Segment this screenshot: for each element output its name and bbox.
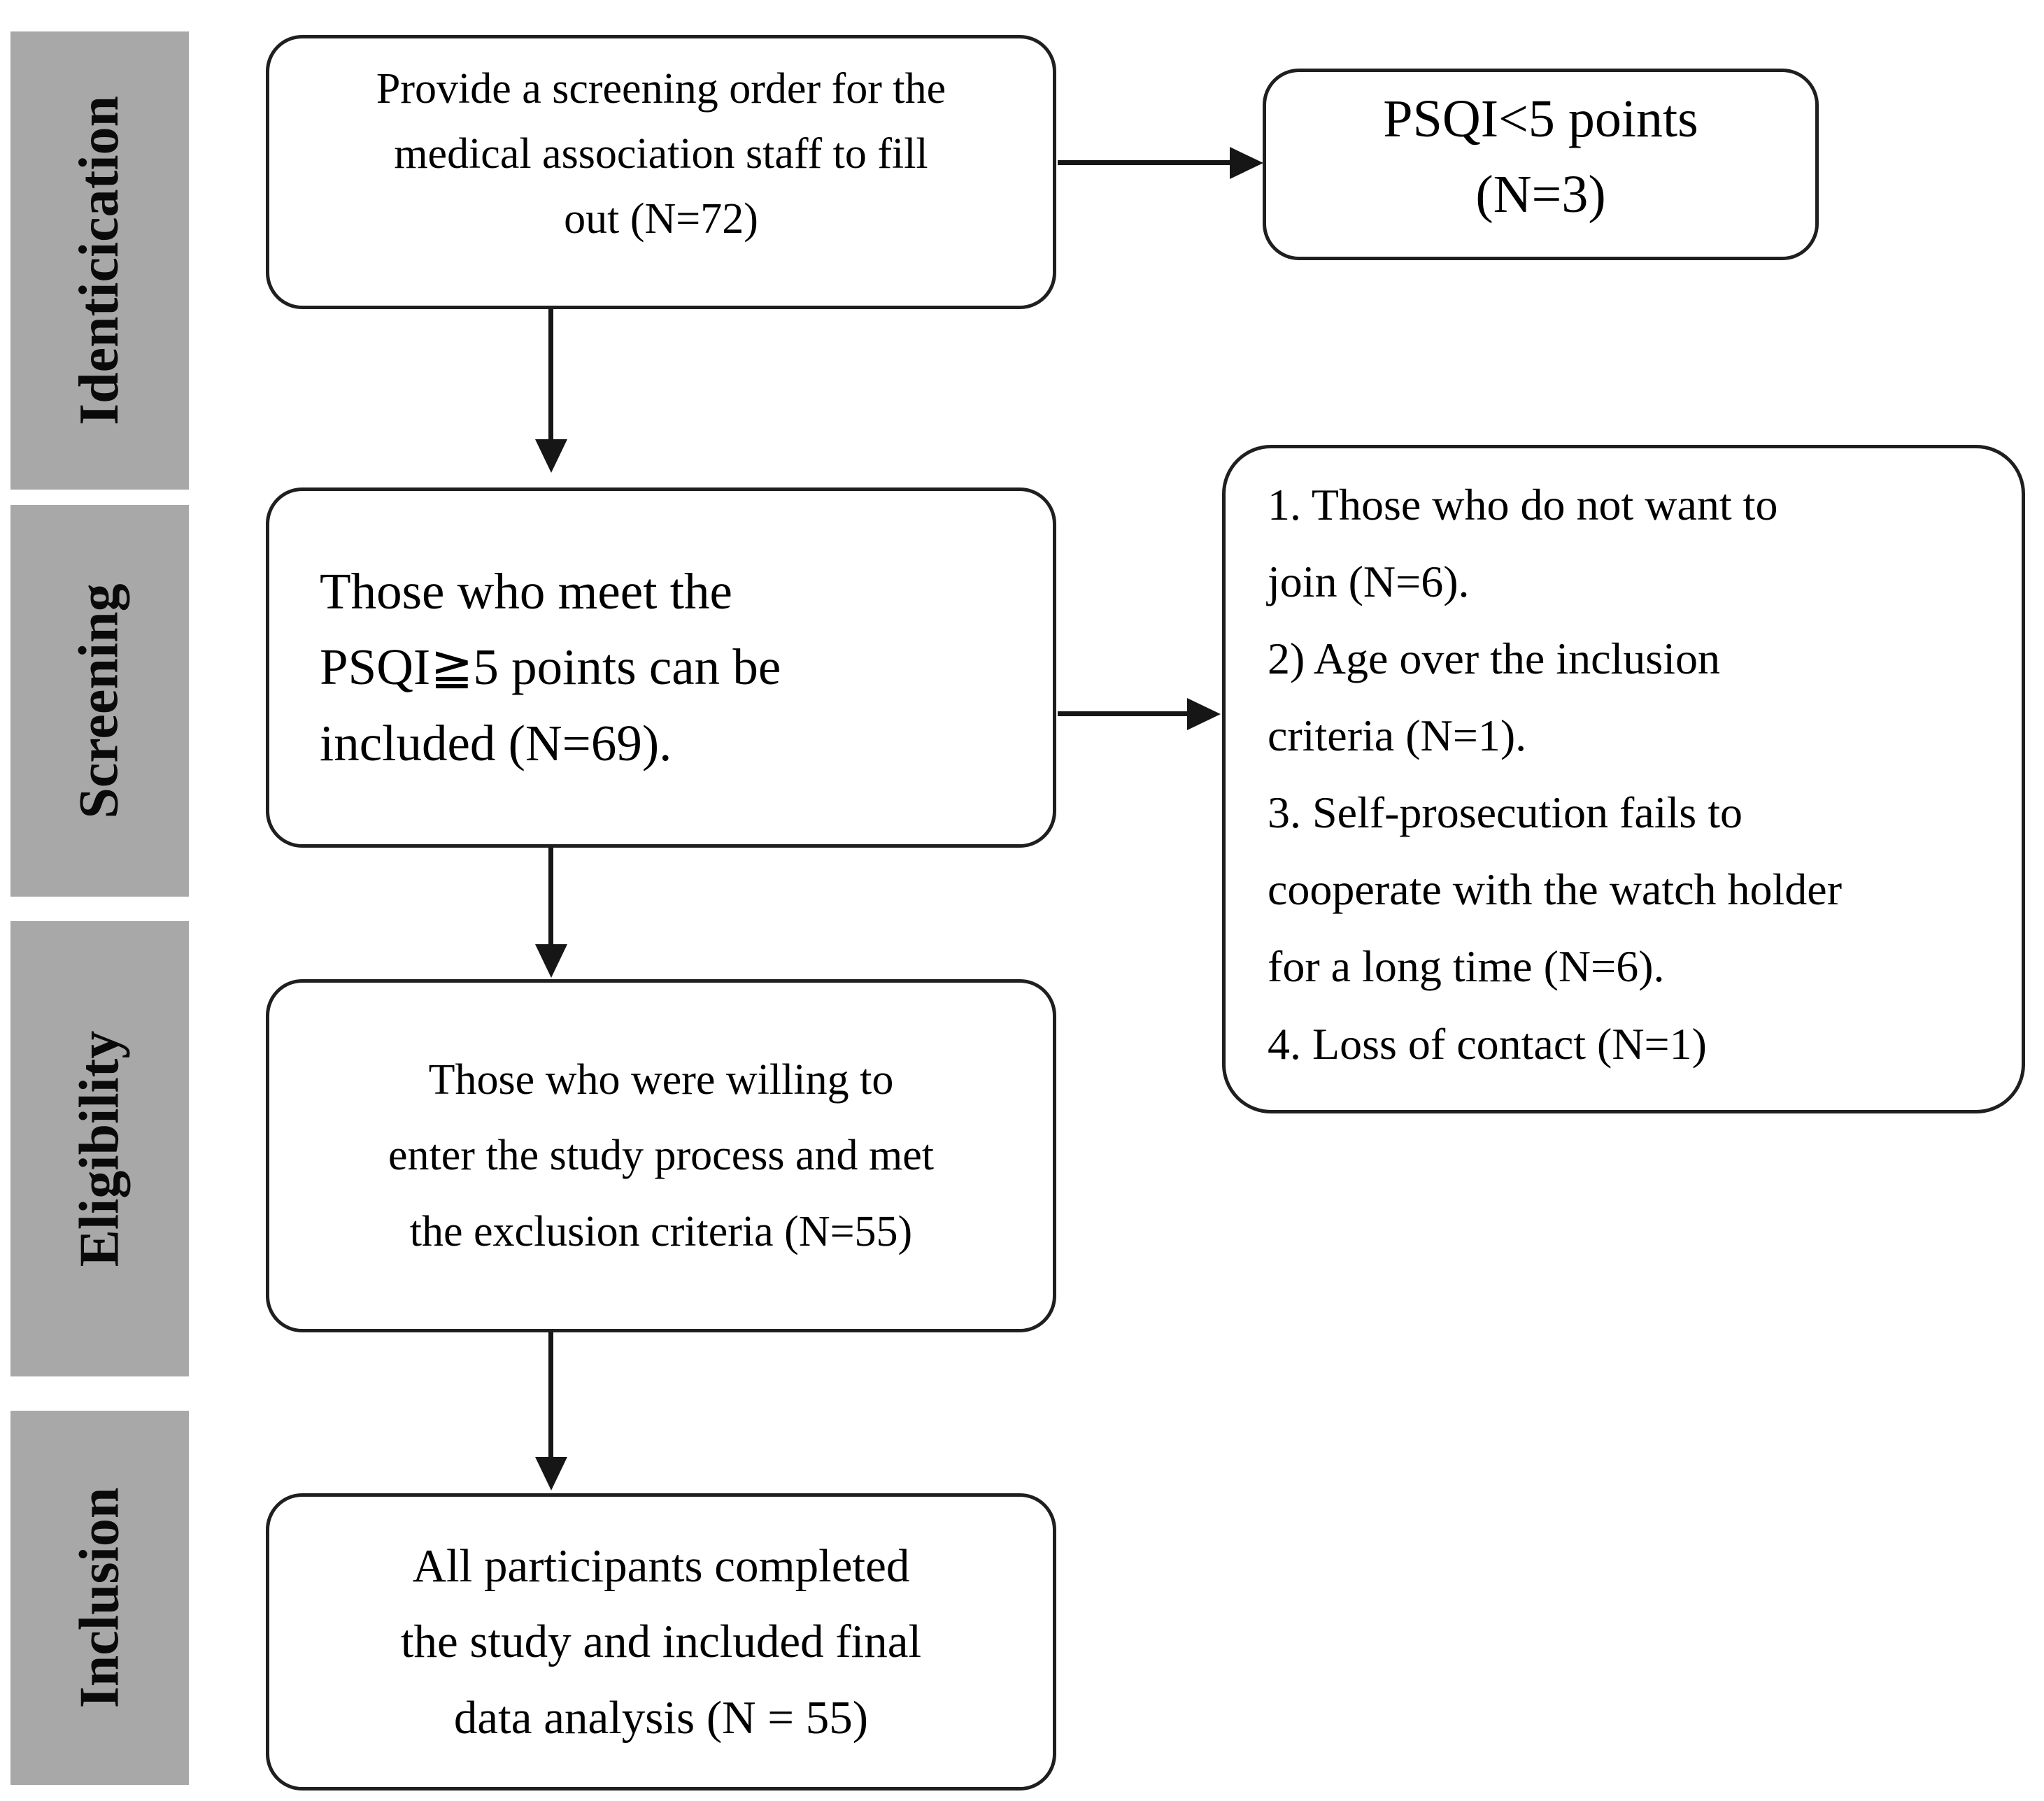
- flow-box-final-analysis: All participants completed the study and…: [266, 1493, 1056, 1791]
- stage-band-screening: Screening: [10, 505, 189, 897]
- stage-label-identification: Identicication: [69, 95, 130, 426]
- flow-box-psqi-excluded: PSQI<5 points (N=3): [1263, 69, 1819, 260]
- stage-band-eligibility: Eligibility: [10, 921, 189, 1376]
- flow-box-final-analysis-text: All participants completed the study and…: [400, 1539, 922, 1744]
- stage-label-screening: Screening: [69, 583, 131, 819]
- arrow-to-psqi-excluded-head-icon: [1230, 147, 1263, 179]
- flow-box-exclusion-reasons: 1. Those who do not want to join (N=6). …: [1222, 445, 2025, 1113]
- arrow-screening-to-eligibility-line: [548, 848, 553, 947]
- arrow-eligibility-to-inclusion-line: [548, 1332, 553, 1460]
- flow-box-screening-order-text: Provide a screening order for the medica…: [376, 65, 946, 243]
- stage-band-identification: Identicication: [10, 31, 189, 490]
- stage-band-inclusion: Inclusion: [10, 1411, 189, 1785]
- arrow-identification-to-screening-line: [548, 309, 553, 442]
- flow-box-screening-order: Provide a screening order for the medica…: [266, 35, 1056, 309]
- flow-box-exclusion-reasons-text: 1. Those who do not want to join (N=6). …: [1268, 480, 1842, 1069]
- arrow-screening-to-eligibility-head-icon: [535, 944, 567, 978]
- flow-box-eligibility-text: Those who were willing to enter the stud…: [388, 1055, 934, 1255]
- stage-label-eligibility: Eligibility: [69, 1030, 131, 1267]
- stage-label-inclusion: Inclusion: [69, 1487, 131, 1709]
- arrow-to-exclusion-reasons-line: [1058, 711, 1188, 716]
- flow-box-eligibility: Those who were willing to enter the stud…: [266, 979, 1056, 1332]
- arrow-identification-to-screening-head-icon: [535, 439, 567, 473]
- flow-box-screening-included-text: Those who meet the PSQI≧5 points can be …: [320, 563, 781, 771]
- arrow-to-exclusion-reasons-head-icon: [1187, 698, 1221, 730]
- arrow-eligibility-to-inclusion-head-icon: [535, 1457, 567, 1490]
- arrow-to-psqi-excluded-line: [1058, 160, 1231, 165]
- flow-box-screening-included: Those who meet the PSQI≧5 points can be …: [266, 487, 1056, 848]
- flow-box-psqi-excluded-text: PSQI<5 points (N=3): [1383, 90, 1698, 224]
